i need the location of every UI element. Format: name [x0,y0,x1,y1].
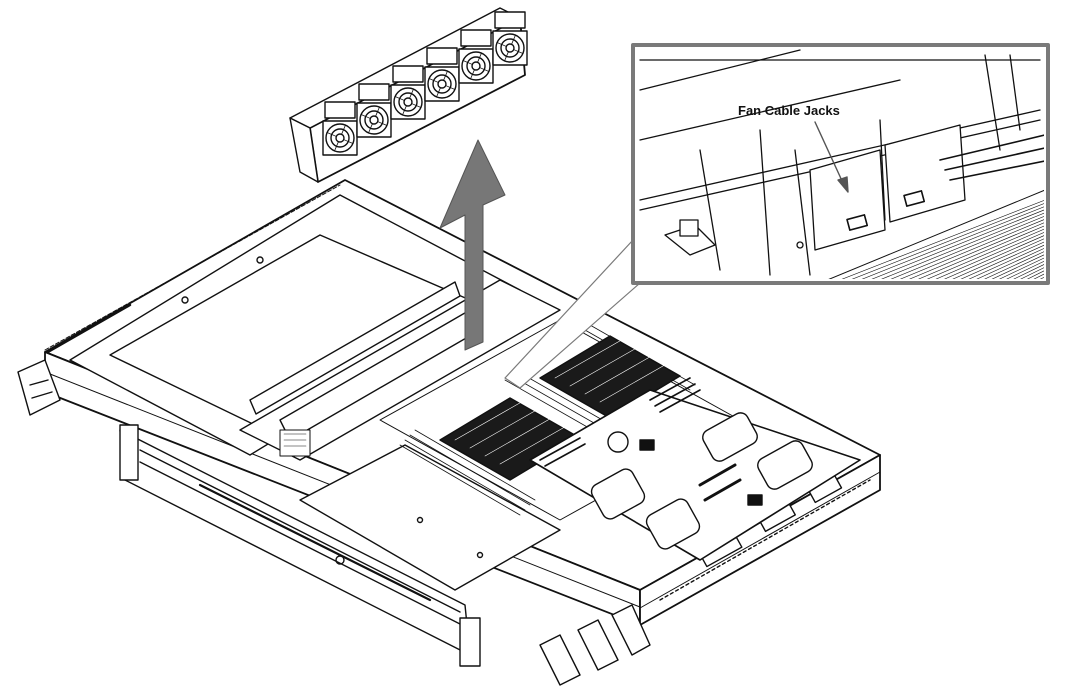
inset-hatch-line [890,280,1045,360]
fan-cable-jack-2 [903,190,926,207]
fan-cable-jack-1 [846,214,869,231]
inset-hatch-line [894,286,1045,366]
inset-hatch-line [871,209,1044,279]
fan-4 [424,47,460,102]
inset-hatch-line [898,293,1045,373]
callout-pointer [814,121,849,193]
fan-3 [390,65,426,120]
inset-hatch-line [1040,276,1044,279]
fan-1 [322,101,358,156]
inset-hatch-line [984,251,1044,279]
inset-hatch-line [918,225,1044,279]
drive-cage-cover [299,444,561,591]
inset-detail-drawing [639,49,1045,373]
fan-2 [356,83,392,138]
inset-hatch-line [960,241,1044,279]
inset-hatch-line [999,257,1044,279]
inset-hatch-line [899,219,1044,279]
callout-label: Fan Cable Jacks [738,103,840,118]
inset-hatch-line [968,244,1044,279]
inset-hatch-line [952,238,1044,279]
fan-6 [492,11,528,66]
riser-cover-plate [529,377,861,561]
inset-hatch-line [841,200,1044,279]
inset-hatch-line [851,203,1044,279]
power-supply-bays [539,604,651,686]
heatsink-2 [539,335,681,419]
inset-hatch-line [1033,273,1044,279]
inset-hatch-line [861,206,1044,279]
inset-hatch-line [944,235,1044,279]
inset-hatch-line [935,232,1044,279]
inset-hatch-line [1006,260,1044,279]
lift-direction-arrow [439,139,506,351]
detail-inset: Fan Cable Jacks [504,43,1050,389]
inset-hatch-line [976,248,1044,279]
inset-hatch-line [1013,264,1044,279]
fan-5 [458,29,494,84]
fan-assembly [289,7,528,183]
heatsinks [439,335,681,481]
inset-hatch-line [909,222,1044,279]
left-rail [119,424,481,667]
inset-hatch-line [926,228,1044,279]
inset-hatch-line [896,290,1045,370]
rack-ear-left [17,359,61,416]
inset-hatch-line [890,216,1044,279]
inset-hatch-line [892,283,1045,363]
inset-hatch-line [991,254,1044,279]
inset-hatch-line [881,212,1044,279]
